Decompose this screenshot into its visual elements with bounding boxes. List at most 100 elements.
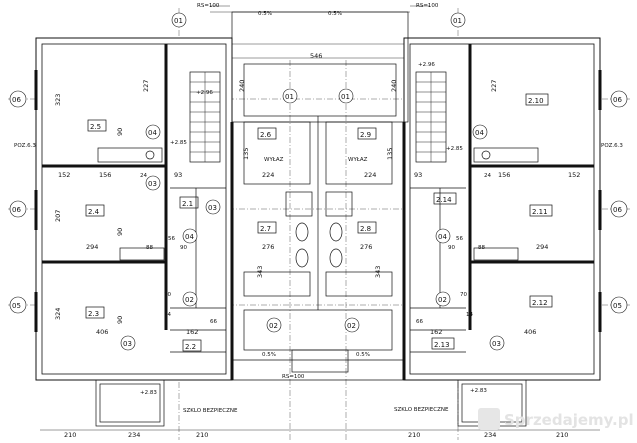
svg-text:70: 70: [460, 292, 467, 298]
svg-text:90: 90: [116, 228, 124, 236]
axis-bubble-right-3: 05: [610, 296, 628, 314]
wylaz-left: WYŁAZ: [264, 157, 284, 163]
svg-text:24: 24: [140, 173, 147, 179]
svg-text:56: 56: [456, 236, 463, 242]
svg-text:70: 70: [164, 292, 171, 298]
svg-text:2.14: 2.14: [436, 196, 452, 204]
room-2-7: 2.7: [257, 221, 277, 234]
svg-text:156: 156: [498, 171, 510, 179]
axis-bubble-inner-7: 03: [145, 175, 161, 191]
room-2-8: 2.8: [357, 221, 377, 234]
svg-text:88: 88: [478, 245, 485, 251]
svg-text:02: 02: [269, 322, 278, 330]
dim-top-3: 546: [310, 52, 322, 60]
room-2-2: 2.2: [182, 339, 202, 352]
svg-text:210: 210: [196, 431, 208, 439]
svg-text:88: 88: [146, 245, 153, 251]
level-mark-3: +2.85: [446, 146, 463, 152]
slope-label-3: 0.5%: [262, 352, 276, 358]
wylaz-right: WYŁAZ: [348, 157, 368, 163]
axis-bubble-inner-14: 03: [489, 335, 505, 351]
svg-text:01: 01: [174, 17, 183, 25]
bottom-dimension-chain: 210 234 210 210 234 210: [40, 429, 600, 439]
svg-text:240: 240: [238, 80, 246, 92]
poz-label-left: POZ.6.3: [14, 143, 36, 149]
svg-text:04: 04: [438, 233, 447, 241]
svg-text:93: 93: [414, 171, 422, 179]
right-unit-walls: [403, 37, 602, 427]
svg-text:02: 02: [185, 296, 194, 304]
svg-text:207: 207: [54, 210, 62, 222]
room-numbers: 2.5 2.4 2.3 2.2 2.1 2.6 2.7 2.8 2.9 2.10…: [85, 93, 553, 352]
svg-text:343: 343: [256, 266, 264, 278]
axis-bubble-inner-13: 03: [120, 335, 136, 351]
svg-text:224: 224: [262, 171, 274, 179]
room-2-1: 2.1: [179, 196, 199, 209]
level-mark-1: +2.96: [196, 90, 213, 96]
svg-text:90: 90: [116, 128, 124, 136]
slope-label-4: 0.5%: [356, 352, 370, 358]
svg-text:2.9: 2.9: [360, 131, 371, 139]
svg-text:2.12: 2.12: [532, 299, 548, 307]
axis-bubble-inner-1: 01: [282, 88, 298, 104]
rs-bottom: RS=100: [282, 374, 305, 380]
rs-top-left: RS=100: [197, 3, 220, 9]
svg-text:90: 90: [180, 245, 187, 251]
svg-text:162: 162: [430, 328, 442, 336]
svg-text:2.13: 2.13: [434, 341, 450, 349]
svg-text:234: 234: [484, 431, 496, 439]
svg-text:01: 01: [285, 93, 294, 101]
glass-label-right: SZKLO BEZPIECZNE: [394, 407, 449, 413]
axis-bubble-right-2: 06: [610, 200, 628, 218]
svg-text:210: 210: [64, 431, 76, 439]
level-mark-2: +2.85: [170, 140, 187, 146]
svg-text:227: 227: [142, 80, 150, 92]
svg-text:227: 227: [490, 80, 498, 92]
axis-bubble-inner-12: 02: [435, 291, 451, 307]
svg-text:04: 04: [148, 129, 157, 137]
level-marks: +2.96 +2.85 +2.85 +2.96 +2.83 +2.83 POZ.…: [14, 62, 623, 414]
axis-bubble-inner-8: 03: [205, 199, 221, 215]
axis-bubble-left-2: 06: [9, 200, 27, 218]
svg-text:05: 05: [613, 302, 622, 310]
slope-label-1: 0.5%: [258, 11, 272, 17]
svg-text:93: 93: [174, 171, 182, 179]
svg-text:210: 210: [408, 431, 420, 439]
svg-text:224: 224: [364, 171, 376, 179]
axis-bubble-left-1: 06: [9, 90, 27, 108]
svg-text:03: 03: [148, 180, 157, 188]
level-mark-5: +2.83: [140, 390, 157, 396]
svg-text:276: 276: [262, 243, 274, 251]
svg-text:14: 14: [466, 312, 473, 318]
svg-text:2.7: 2.7: [260, 225, 271, 233]
svg-text:05: 05: [12, 302, 21, 310]
watermark-text: Sprzedajemy.pl: [504, 411, 634, 429]
svg-text:240: 240: [390, 80, 398, 92]
central-section-walls: 0.5% 0.5% RS=100 WYŁAZ WYŁAZ: [230, 11, 409, 381]
svg-text:135: 135: [242, 148, 250, 160]
slope-label-2: 0.5%: [328, 11, 342, 17]
watermark: Sprzedajemy.pl: [478, 408, 634, 430]
axis-bubble-inner-11: 02: [344, 317, 360, 333]
glass-label-left: SZKLO BEZPIECZNE: [183, 408, 238, 414]
svg-text:162: 162: [186, 328, 198, 336]
svg-text:2.5: 2.5: [90, 123, 101, 131]
room-2-14: 2.14: [433, 192, 457, 205]
svg-text:01: 01: [453, 17, 462, 25]
svg-text:03: 03: [208, 204, 217, 212]
svg-text:2.3: 2.3: [88, 310, 99, 318]
svg-text:343: 343: [374, 266, 382, 278]
axis-bubble-top-right: 01: [450, 12, 466, 28]
svg-text:04: 04: [185, 233, 194, 241]
room-2-11: 2.11: [529, 204, 553, 217]
axis-bubble-inner-6: 04: [435, 228, 451, 244]
axis-bubbles: 01 01 06 06 05 06 06 05 01 01 04 04 04 0…: [9, 12, 628, 351]
room-2-5: 2.5: [87, 119, 107, 132]
svg-text:135: 135: [386, 148, 394, 160]
interior-dimensions: 152 156 93 224 224 93 156 152 294 294 27…: [54, 80, 580, 336]
axis-bubble-inner-9: 02: [182, 291, 198, 307]
watermark-logo-icon: [478, 408, 500, 430]
svg-text:294: 294: [536, 243, 548, 251]
svg-text:02: 02: [438, 296, 447, 304]
